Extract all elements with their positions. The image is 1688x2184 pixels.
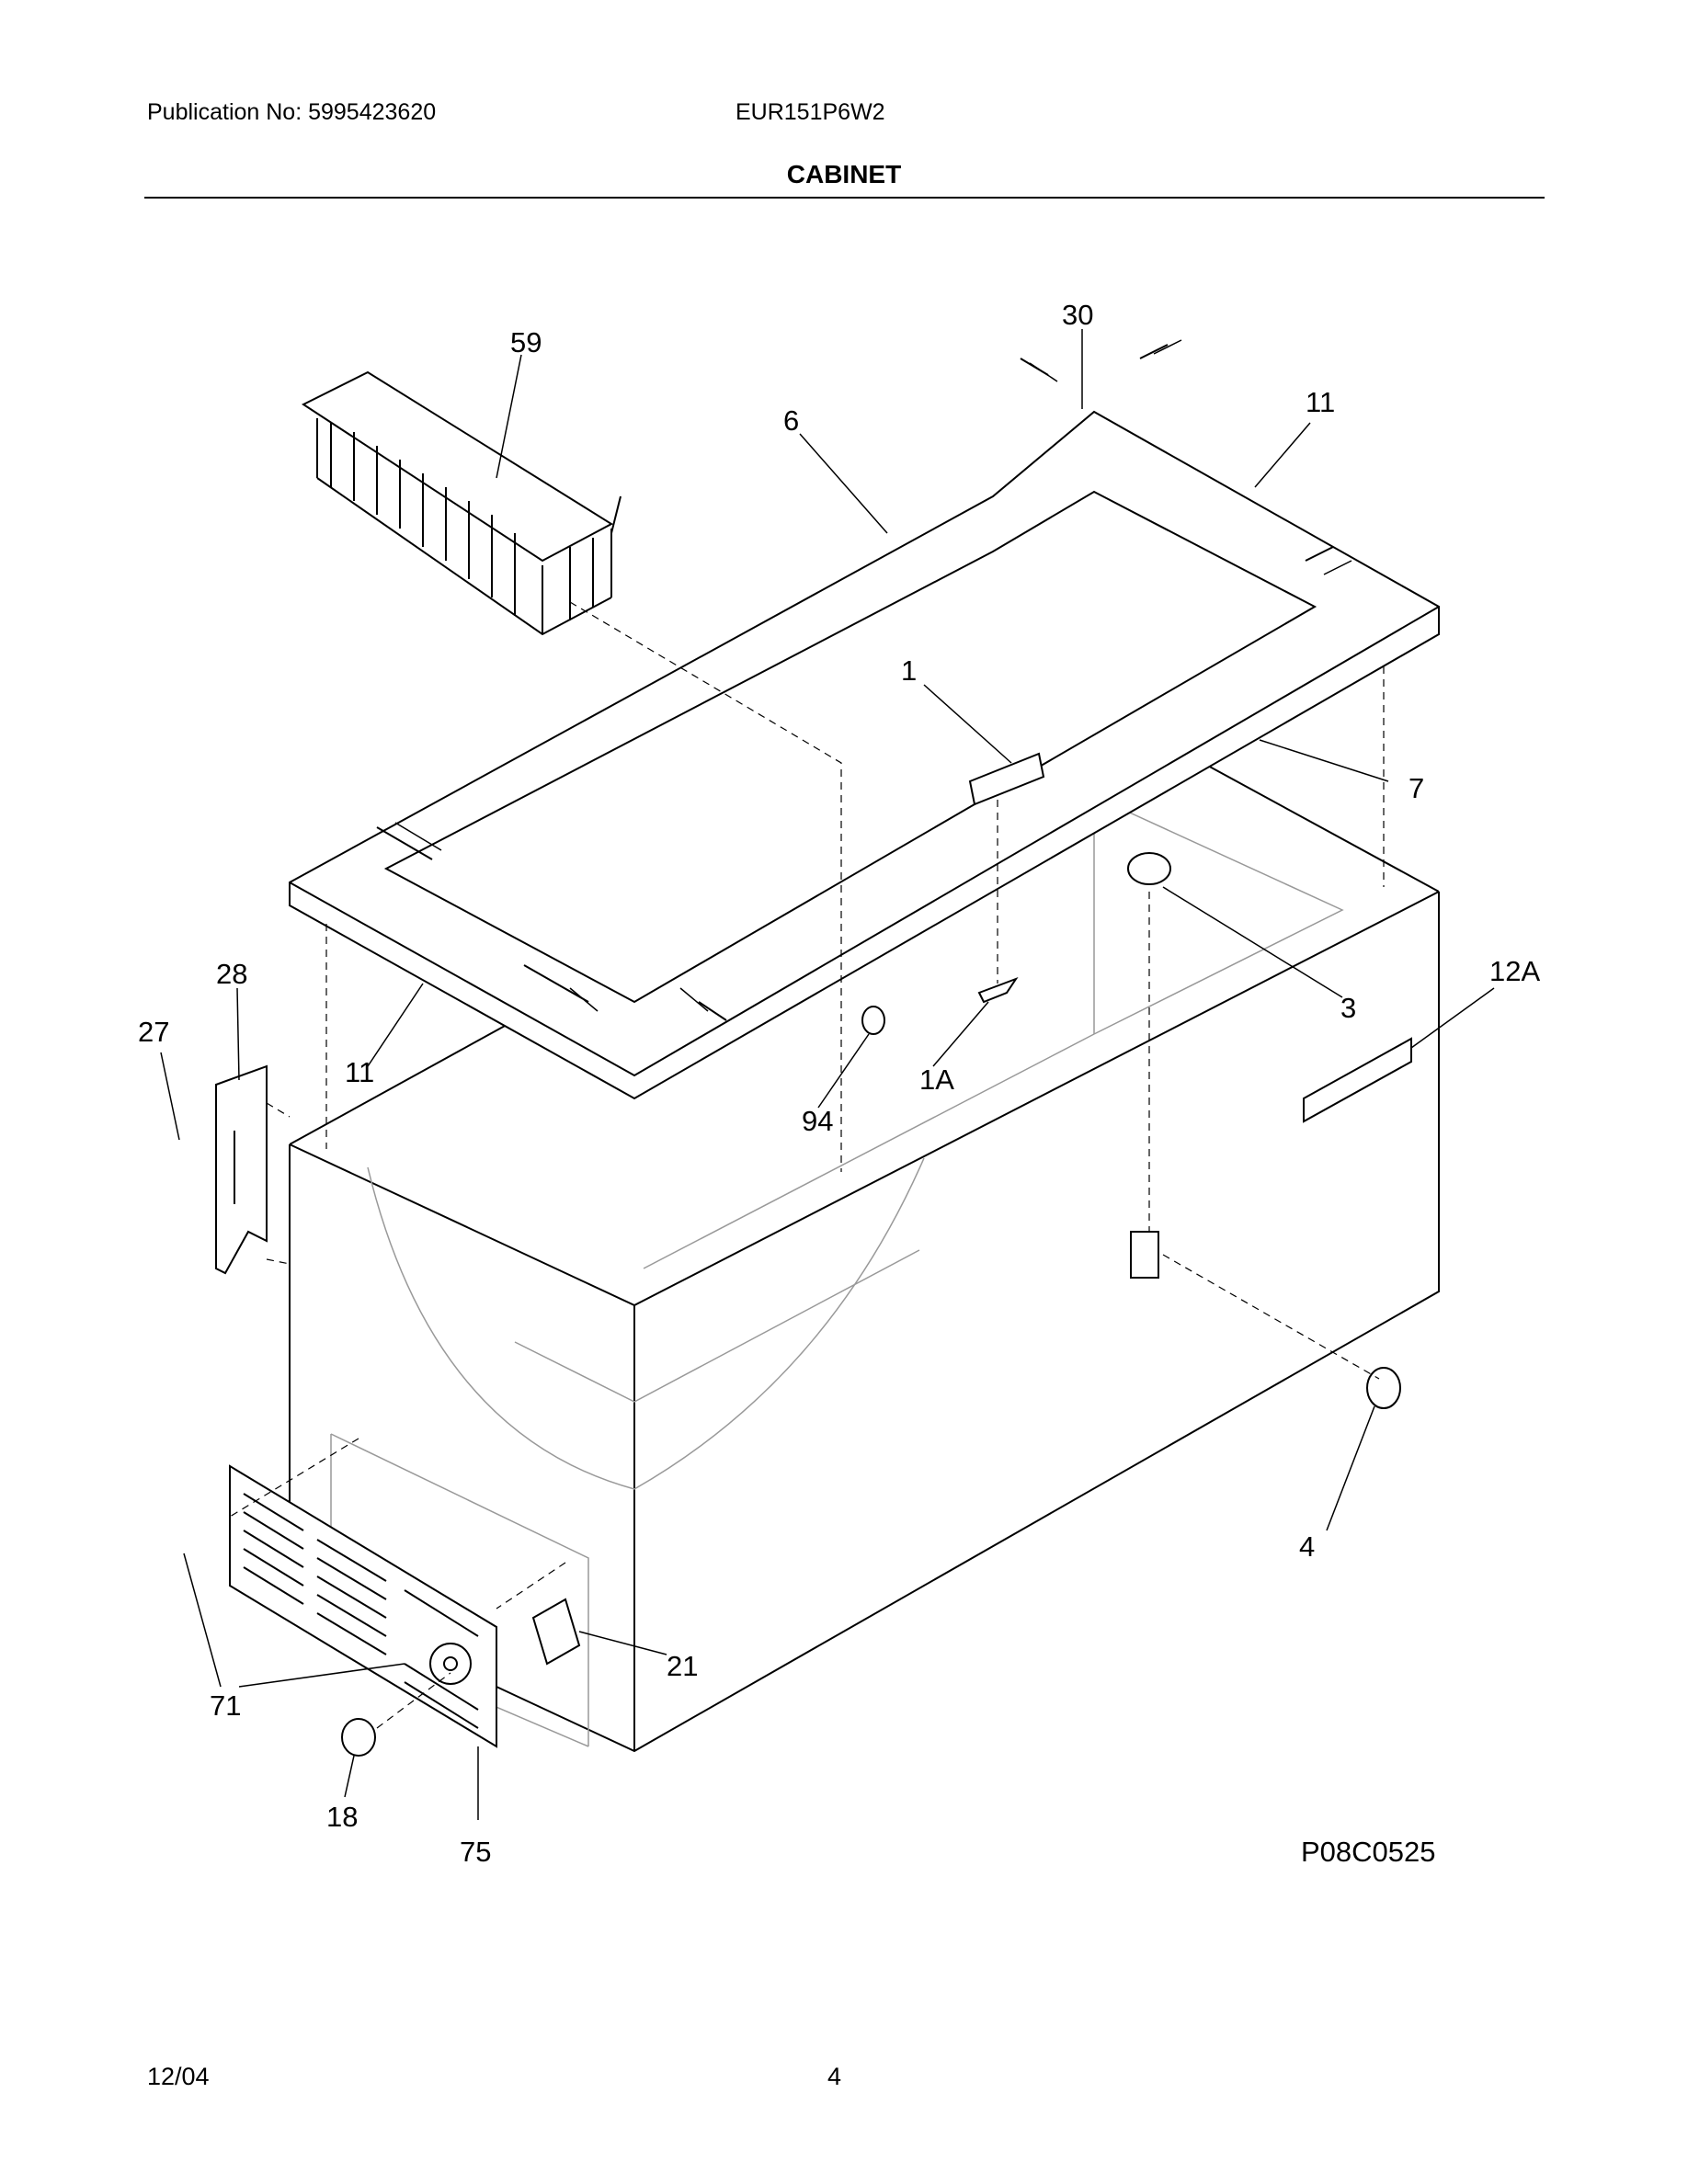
callout-27: 27 xyxy=(138,1016,169,1048)
vent-grille xyxy=(229,1464,497,1748)
cabinet-body xyxy=(289,753,1440,1753)
callout-3: 3 xyxy=(1340,992,1356,1024)
callout-1: 1 xyxy=(901,654,917,687)
leader-lines xyxy=(160,329,1495,1820)
page-title: CABINET xyxy=(786,160,902,188)
callout-28: 28 xyxy=(216,958,247,990)
callout-11-left: 11 xyxy=(345,1056,374,1088)
door-gasket-frame xyxy=(289,344,1440,1100)
wire-basket xyxy=(301,370,622,636)
callout-7: 7 xyxy=(1409,772,1424,804)
callout-94: 94 xyxy=(802,1105,833,1137)
hinge-bracket xyxy=(215,1064,268,1275)
callout-labels: 59 30 6 11 1 7 3 12A 28 27 11 1A 94 4 21… xyxy=(138,299,1540,1868)
header-rule xyxy=(144,197,1545,199)
callout-1a: 1A xyxy=(919,1064,954,1096)
callout-59: 59 xyxy=(510,326,542,358)
callout-11-top: 11 xyxy=(1306,386,1335,418)
alignment-lines xyxy=(229,601,1385,1729)
gasket-segment-seams xyxy=(394,339,1352,1012)
small-parts xyxy=(341,752,1412,1757)
callout-4: 4 xyxy=(1299,1530,1315,1563)
page-number: 4 xyxy=(827,2063,842,2090)
callout-30: 30 xyxy=(1062,299,1093,331)
footer-date: 12/04 xyxy=(147,2063,210,2090)
model-number: EUR151P6W2 xyxy=(736,99,885,125)
figure-id: P08C0525 xyxy=(1301,1836,1436,1868)
publication-number: Publication No: 5995423620 xyxy=(147,99,437,125)
callout-71: 71 xyxy=(210,1689,241,1722)
callout-75: 75 xyxy=(460,1836,491,1868)
callout-18: 18 xyxy=(326,1801,358,1833)
callout-21: 21 xyxy=(667,1650,698,1682)
callout-6: 6 xyxy=(783,404,799,437)
callout-12a: 12A xyxy=(1489,955,1540,987)
